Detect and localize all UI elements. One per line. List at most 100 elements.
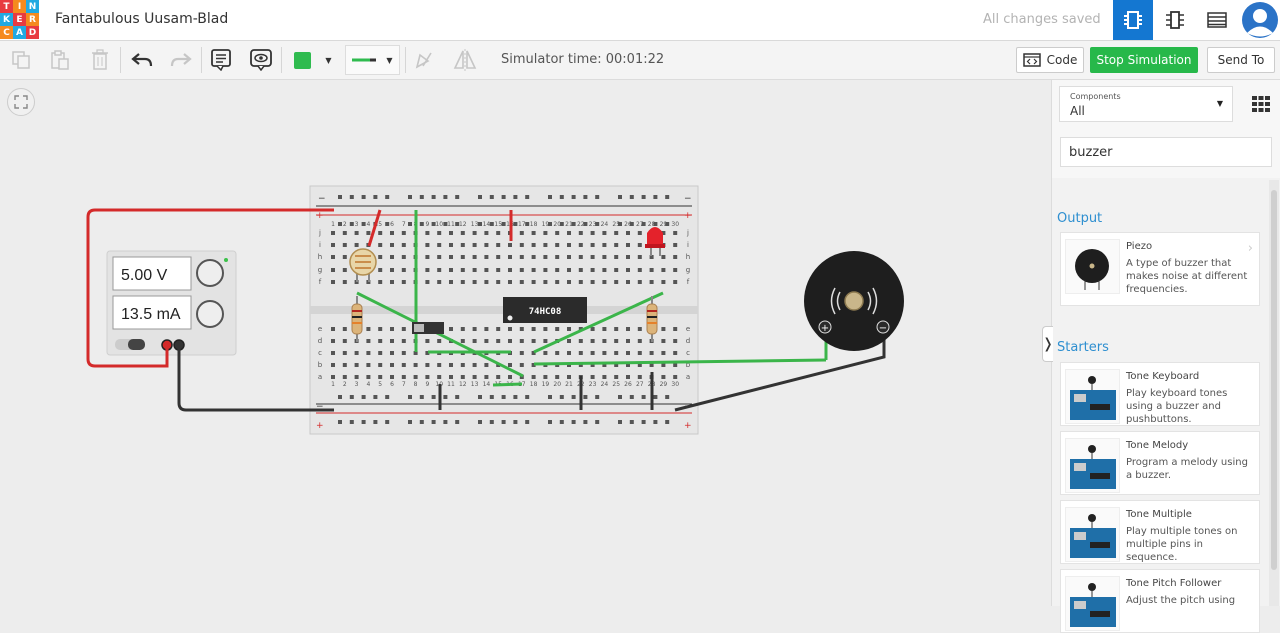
breadboard-hole[interactable] <box>338 395 342 399</box>
breadboard-hole[interactable] <box>602 268 607 272</box>
breadboard-hole[interactable] <box>496 231 501 235</box>
breadboard-hole[interactable] <box>641 222 646 226</box>
breadboard-hole[interactable] <box>590 231 595 235</box>
breadboard-hole[interactable] <box>661 339 666 343</box>
breadboard-hole[interactable] <box>472 339 477 343</box>
wire-type-dropdown[interactable]: ▼ <box>345 45 400 75</box>
breadboard-hole[interactable] <box>513 195 518 199</box>
breadboard-hole[interactable] <box>449 375 453 379</box>
red-wire[interactable] <box>86 208 334 368</box>
breadboard-hole[interactable] <box>649 268 654 272</box>
breadboard-hole[interactable] <box>408 395 412 399</box>
black-wire[interactable] <box>177 345 334 412</box>
breadboard-hole[interactable] <box>513 222 518 226</box>
components-dropdown[interactable]: Components All ▼ <box>1059 86 1233 122</box>
breadboard-hole[interactable] <box>472 363 477 367</box>
breadboard-hole[interactable] <box>378 327 383 331</box>
mirror-button[interactable] <box>452 45 478 75</box>
breadboard-hole[interactable] <box>525 195 530 199</box>
breadboard-hole[interactable] <box>501 222 506 226</box>
breadboard-hole[interactable] <box>578 268 583 272</box>
breadboard-hole[interactable] <box>626 351 630 355</box>
breadboard-hole[interactable] <box>390 255 394 259</box>
breadboard-hole[interactable] <box>637 255 642 259</box>
breadboard-hole[interactable] <box>629 195 634 199</box>
breadboard-hole[interactable] <box>531 339 536 343</box>
breadboard-hole[interactable] <box>449 363 453 367</box>
breadboard-hole[interactable] <box>331 351 335 355</box>
breadboard-hole[interactable] <box>508 363 512 367</box>
breadboard-hole[interactable] <box>338 195 342 199</box>
breadboard-hole[interactable] <box>449 280 453 284</box>
breadboard-hole[interactable] <box>366 375 371 379</box>
breadboard-hole[interactable] <box>673 339 678 343</box>
breadboard-hole[interactable] <box>637 327 642 331</box>
breadboard-hole[interactable] <box>378 339 383 343</box>
breadboard-hole[interactable] <box>342 327 347 331</box>
breadboard-hole[interactable] <box>673 243 678 247</box>
red-led[interactable] <box>645 227 665 256</box>
breadboard-hole[interactable] <box>437 231 442 235</box>
breadboard-hole[interactable] <box>378 280 383 284</box>
breadboard-hole[interactable] <box>342 243 347 247</box>
breadboard-hole[interactable] <box>519 327 524 331</box>
breadboard-hole[interactable] <box>496 327 501 331</box>
breadboard-hole[interactable] <box>614 280 619 284</box>
breadboard-hole[interactable] <box>673 255 678 259</box>
breadboard-hole[interactable] <box>366 339 371 343</box>
breadboard-hole[interactable] <box>449 255 453 259</box>
breadboard-hole[interactable] <box>449 327 453 331</box>
breadboard-hole[interactable] <box>431 195 436 199</box>
breadboard-hole[interactable] <box>496 243 501 247</box>
breadboard-hole[interactable] <box>649 255 654 259</box>
breadboard-hole[interactable] <box>525 395 530 399</box>
breadboard-hole[interactable] <box>673 268 678 272</box>
voltage-knob[interactable] <box>196 259 224 287</box>
breadboard-hole[interactable] <box>484 327 489 331</box>
breadboard-hole[interactable] <box>559 420 564 424</box>
slide-switch[interactable] <box>412 322 444 334</box>
breadboard-hole[interactable] <box>378 268 383 272</box>
breadboard-hole[interactable] <box>449 268 453 272</box>
breadboard-hole[interactable] <box>331 268 335 272</box>
breadboard-hole[interactable] <box>578 351 583 355</box>
breadboard-hole[interactable] <box>555 255 560 259</box>
breadboard-hole[interactable] <box>513 395 518 399</box>
breadboard-hole[interactable] <box>361 195 366 199</box>
breadboard-hole[interactable] <box>401 268 406 272</box>
breadboard-hole[interactable] <box>567 280 571 284</box>
breadboard-hole[interactable] <box>478 395 482 399</box>
breadboard-hole[interactable] <box>385 222 390 226</box>
breadboard-hole[interactable] <box>602 243 607 247</box>
breadboard-hole[interactable] <box>519 255 524 259</box>
breadboard-hole[interactable] <box>378 231 383 235</box>
breadboard-hole[interactable] <box>331 231 335 235</box>
breadboard-hole[interactable] <box>449 231 453 235</box>
breadboard-hole[interactable] <box>559 222 564 226</box>
breadboard-hole[interactable] <box>618 195 622 199</box>
breadboard-hole[interactable] <box>460 268 465 272</box>
breadboard-hole[interactable] <box>618 420 622 424</box>
breadboard-hole[interactable] <box>354 363 359 367</box>
breadboard-hole[interactable] <box>496 280 501 284</box>
breadboard-hole[interactable] <box>637 339 642 343</box>
notes-visibility-button[interactable] <box>248 45 274 75</box>
breadboard-hole[interactable] <box>665 395 670 399</box>
breadboard-hole[interactable] <box>331 327 335 331</box>
breadboard-hole[interactable] <box>531 363 536 367</box>
breadboard-hole[interactable] <box>626 255 630 259</box>
breadboard-hole[interactable] <box>484 231 489 235</box>
power-supply[interactable]: 5.00 V 13.5 mA <box>106 250 237 356</box>
breadboard-hole[interactable] <box>496 255 501 259</box>
breadboard-hole[interactable] <box>508 327 512 331</box>
breadboard-hole[interactable] <box>543 351 548 355</box>
breadboard-hole[interactable] <box>525 222 530 226</box>
breadboard-hole[interactable] <box>602 231 607 235</box>
breadboard-hole[interactable] <box>614 231 619 235</box>
breadboard-hole[interactable] <box>637 363 642 367</box>
breadboard-hole[interactable] <box>626 243 630 247</box>
breadboard-hole[interactable] <box>614 351 619 355</box>
breadboard-hole[interactable] <box>626 339 630 343</box>
breadboard-hole[interactable] <box>614 255 619 259</box>
breadboard-hole[interactable] <box>567 327 571 331</box>
